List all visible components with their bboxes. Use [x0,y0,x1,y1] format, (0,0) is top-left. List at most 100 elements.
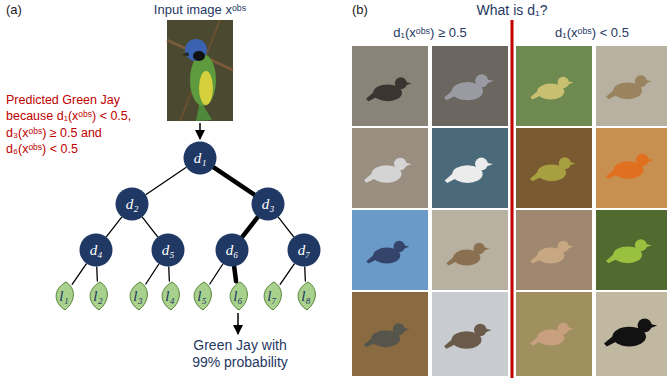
decision-node: d₅ [151,233,185,267]
input-arrow [199,123,201,139]
leaf-node: l₁ [51,281,77,311]
photo-background [432,292,508,376]
leaf-outline [162,282,179,310]
leaf-label: l₈ [301,289,310,304]
leaf-label: l₂ [93,289,102,304]
leaf-label: l₇ [267,289,276,304]
tree-edge [168,267,170,281]
decision-node: d₁ [183,141,217,175]
leaf-node: l₇ [259,281,285,311]
tree-edge [210,264,223,284]
node-label: d₇ [298,243,311,258]
bird-figure [606,75,652,99]
circle-outline [80,234,113,267]
bird-figure [446,243,489,266]
image-caption: Input image xᵒᵇˢ [154,2,246,18]
bird-figure [606,154,654,179]
bird-figure [530,77,573,100]
tree-edge [278,217,293,236]
photo-background [432,46,508,126]
bird-figure [530,323,573,346]
decision-path-edge [214,168,254,195]
bird-belly [199,71,213,105]
bird-mask [193,51,205,61]
circle-outline [252,188,285,221]
leaf-node: l₄ [157,281,183,311]
leaf-outline [90,282,107,310]
photo-background [596,292,667,376]
leaf-outline [264,282,281,310]
bird-figure [444,324,492,349]
bird-beak [182,52,189,56]
tree-edge [146,264,159,284]
node-label: d₆ [226,243,239,258]
leaf-label: l₅ [197,289,206,304]
leaf-label: l₆ [233,289,242,304]
tree-edge [146,168,186,195]
leaf-node: l₈ [293,281,319,311]
panel-letter: (b) [352,2,368,18]
panel-question: What is d₁? [477,2,548,19]
bird-figure [604,318,657,346]
tree-edge [280,264,294,284]
leaf-label: l₁ [59,289,68,304]
decision-node: d₄ [79,233,113,267]
tree-edge [106,217,121,236]
node-label: d₁ [194,151,207,166]
column-header: d₁(xᵒᵇˢ) ≥ 0.5 [393,25,466,41]
node-label: d₅ [162,243,175,258]
node-label: d₄ [90,243,103,258]
bird-body [190,54,216,106]
circle-outline [288,234,321,267]
tree-edge [96,267,98,281]
leaf-outline [230,282,247,310]
leaf-outline [56,282,73,310]
photo-background [167,20,233,121]
photo-background [516,210,592,290]
circle-outline [216,234,249,267]
bird-figure [606,239,652,263]
photo-background [516,292,592,376]
bird-figure [364,323,410,347]
photo-grid [352,46,667,376]
leaf-outline [194,282,211,310]
decision-node: d₇ [287,233,321,267]
photo-background [516,46,592,126]
decision-node: d₃ [251,187,285,221]
decision-path-edge [242,217,257,236]
panel-letter: (a) [6,2,22,18]
divider-line [511,20,514,378]
output-arrow [237,313,239,334]
leaf-node: l₃ [125,281,151,311]
photo-background [432,210,508,290]
bird-figure [530,157,576,181]
bird-figure [445,158,493,183]
node-label: d₂ [126,197,139,212]
decision-node: d₆ [215,233,249,267]
bird-figure [530,241,573,264]
prediction-text: Green Jay with 99% probability [178,337,302,371]
photo-background [432,128,508,208]
decision-path-edge [234,267,236,281]
circle-outline [116,188,149,221]
circle-outline [152,234,185,267]
explanation-note: Predicted Green Jay because d₁(xᵒᵇˢ) < 0… [6,92,132,157]
decision-node: d₂ [115,187,149,221]
photo-background [596,46,667,126]
photo-background [596,210,667,290]
bird-figure [366,241,409,264]
tree-edge [142,217,157,236]
tree-edge [72,264,86,284]
leaf-node: l₅ [189,281,215,311]
leaf-node: l₆ [225,281,251,311]
bird-figure [366,77,412,101]
circle-outline [184,142,217,175]
photo-background [596,128,667,208]
leaf-label: l₃ [133,289,142,304]
leaf-node: l₂ [85,281,111,311]
input-photo [167,20,233,121]
photo-background [516,128,592,208]
